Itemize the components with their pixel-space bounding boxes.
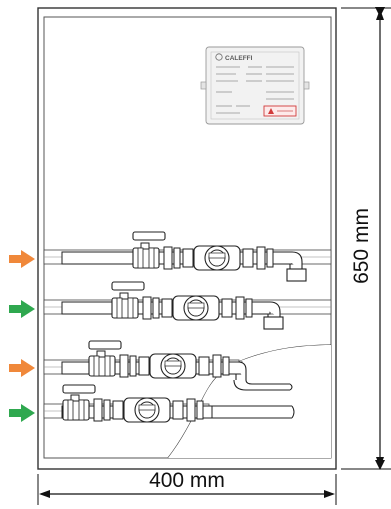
- elbow-outlet: [286, 268, 307, 282]
- meter-line-3: [43, 340, 293, 391]
- mount-tab-left: [200, 81, 207, 90]
- arrow-right-icon: [324, 490, 335, 498]
- meter-line-1: [43, 231, 332, 282]
- arrow-left-icon: [39, 490, 50, 498]
- inlet-arrow-hot-icon: [9, 250, 35, 268]
- valve-handle: [88, 340, 122, 350]
- ball-valve-3: [88, 340, 122, 377]
- valve-handle: [62, 384, 96, 394]
- cabinet-outer-frame: [37, 7, 337, 470]
- elbow-outlet: [263, 316, 284, 330]
- inlet-arrow-hot-icon: [9, 359, 35, 377]
- valve-handle: [111, 281, 145, 291]
- nameplate: CALEFFI: [200, 46, 310, 125]
- ball-valve-1: [132, 231, 166, 269]
- inlet-arrow-cold-icon: [9, 300, 35, 318]
- water-meter-4: [123, 397, 171, 423]
- mount-tab-right: [303, 81, 310, 90]
- meter-line-4: [43, 384, 295, 423]
- height-label: 650 mm: [350, 208, 373, 284]
- valve-handle: [132, 231, 166, 241]
- nameplate-brand: CALEFFI: [225, 55, 253, 62]
- width-dimension: 400 mm: [37, 469, 337, 505]
- water-meter-1: [193, 245, 241, 271]
- brand-logo-icon: [215, 53, 223, 61]
- arrow-down-icon: [376, 457, 384, 468]
- ball-valve-4: [62, 384, 96, 421]
- height-dimension: 650 mm: [341, 7, 391, 470]
- width-label: 400 mm: [149, 469, 225, 492]
- arrow-up-icon: [376, 9, 384, 20]
- warning-icon: [268, 108, 274, 114]
- inlet-arrows: [9, 250, 35, 422]
- inlet-arrow-cold-icon: [9, 404, 35, 422]
- water-meter-3: [149, 353, 197, 379]
- meter-line-2: [43, 281, 332, 330]
- water-meter-2: [172, 295, 220, 321]
- ball-valve-2: [111, 281, 145, 319]
